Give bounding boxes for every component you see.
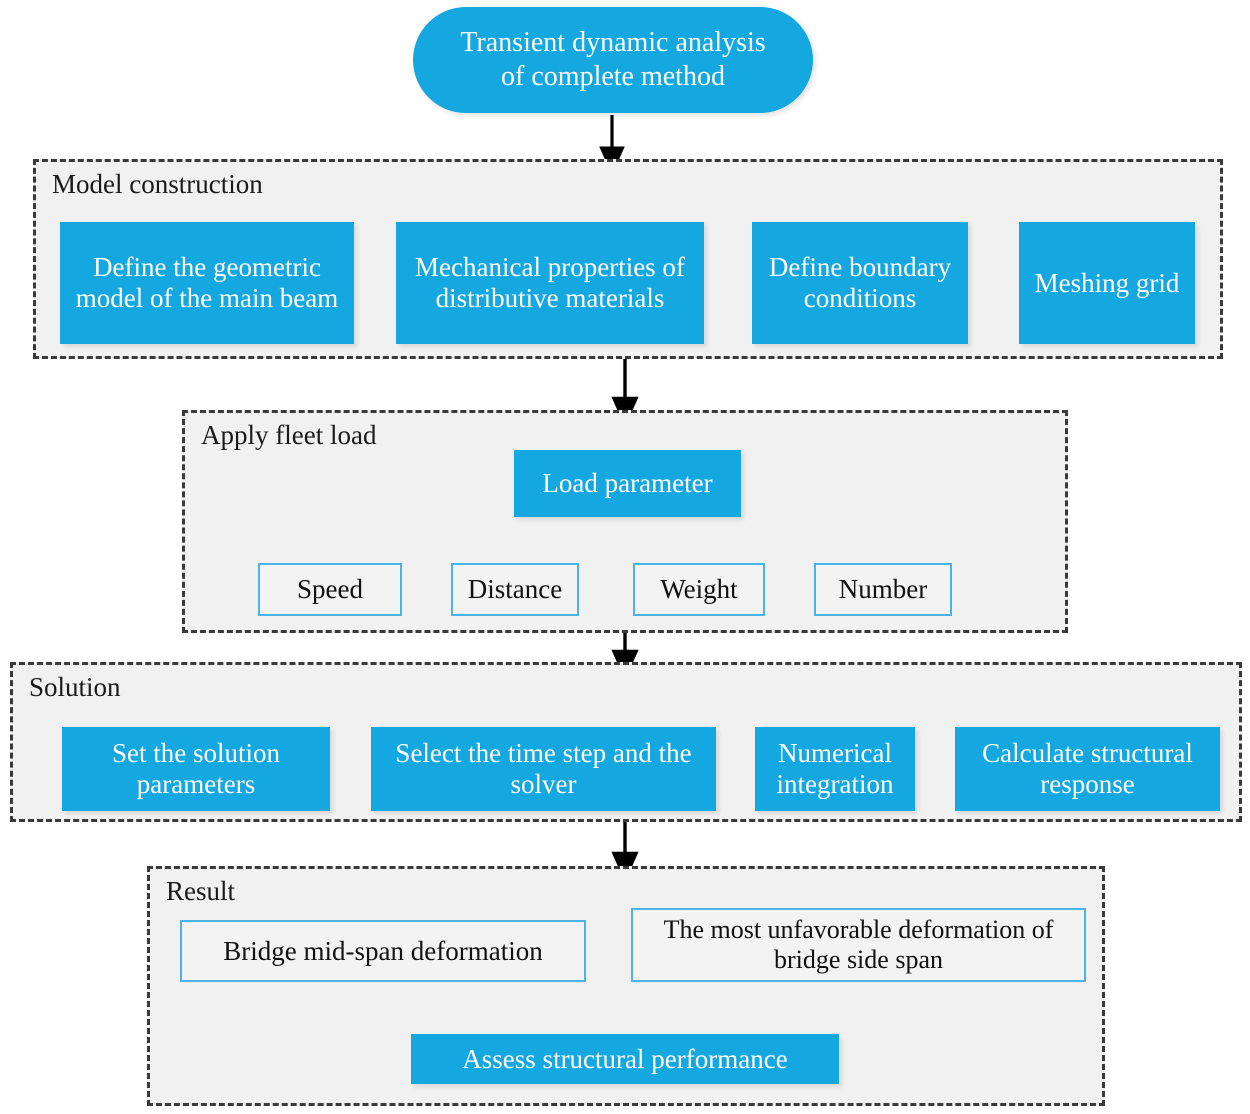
section-title-solution: Solution <box>29 672 121 702</box>
node-mechanical-properties[interactable]: Mechanical properties of distributive ma… <box>396 222 704 344</box>
section-title-result: Result <box>166 876 236 906</box>
node-set-solution-parameters[interactable]: Set the solution parameters <box>62 727 330 811</box>
node-bridge-mid-span-deformation[interactable]: Bridge mid-span deformation <box>180 920 586 982</box>
node-define-boundary-conditions[interactable]: Define boundary conditions <box>752 222 968 344</box>
section-title-apply-fleet-load: Apply fleet load <box>201 420 377 450</box>
node-calculate-structural-response[interactable]: Calculate structural response <box>955 727 1220 811</box>
node-assess-structural-performance[interactable]: Assess structural performance <box>411 1034 839 1084</box>
node-select-time-step-solver[interactable]: Select the time step and the solver <box>371 727 716 811</box>
node-numerical-integration[interactable]: Numerical integration <box>755 727 915 811</box>
node-transient-dynamic-analysis[interactable]: Transient dynamic analysis of complete m… <box>413 7 813 113</box>
node-distance[interactable]: Distance <box>451 563 579 616</box>
node-meshing-grid[interactable]: Meshing grid <box>1019 222 1195 344</box>
node-number[interactable]: Number <box>814 563 952 616</box>
section-title-model-construction: Model construction <box>52 169 263 199</box>
node-load-parameter[interactable]: Load parameter <box>514 450 741 517</box>
node-most-unfavorable-deformation[interactable]: The most unfavorable deformation of brid… <box>631 908 1086 982</box>
node-weight[interactable]: Weight <box>633 563 765 616</box>
node-define-geometric-model[interactable]: Define the geometric model of the main b… <box>60 222 354 344</box>
node-speed[interactable]: Speed <box>258 563 402 616</box>
